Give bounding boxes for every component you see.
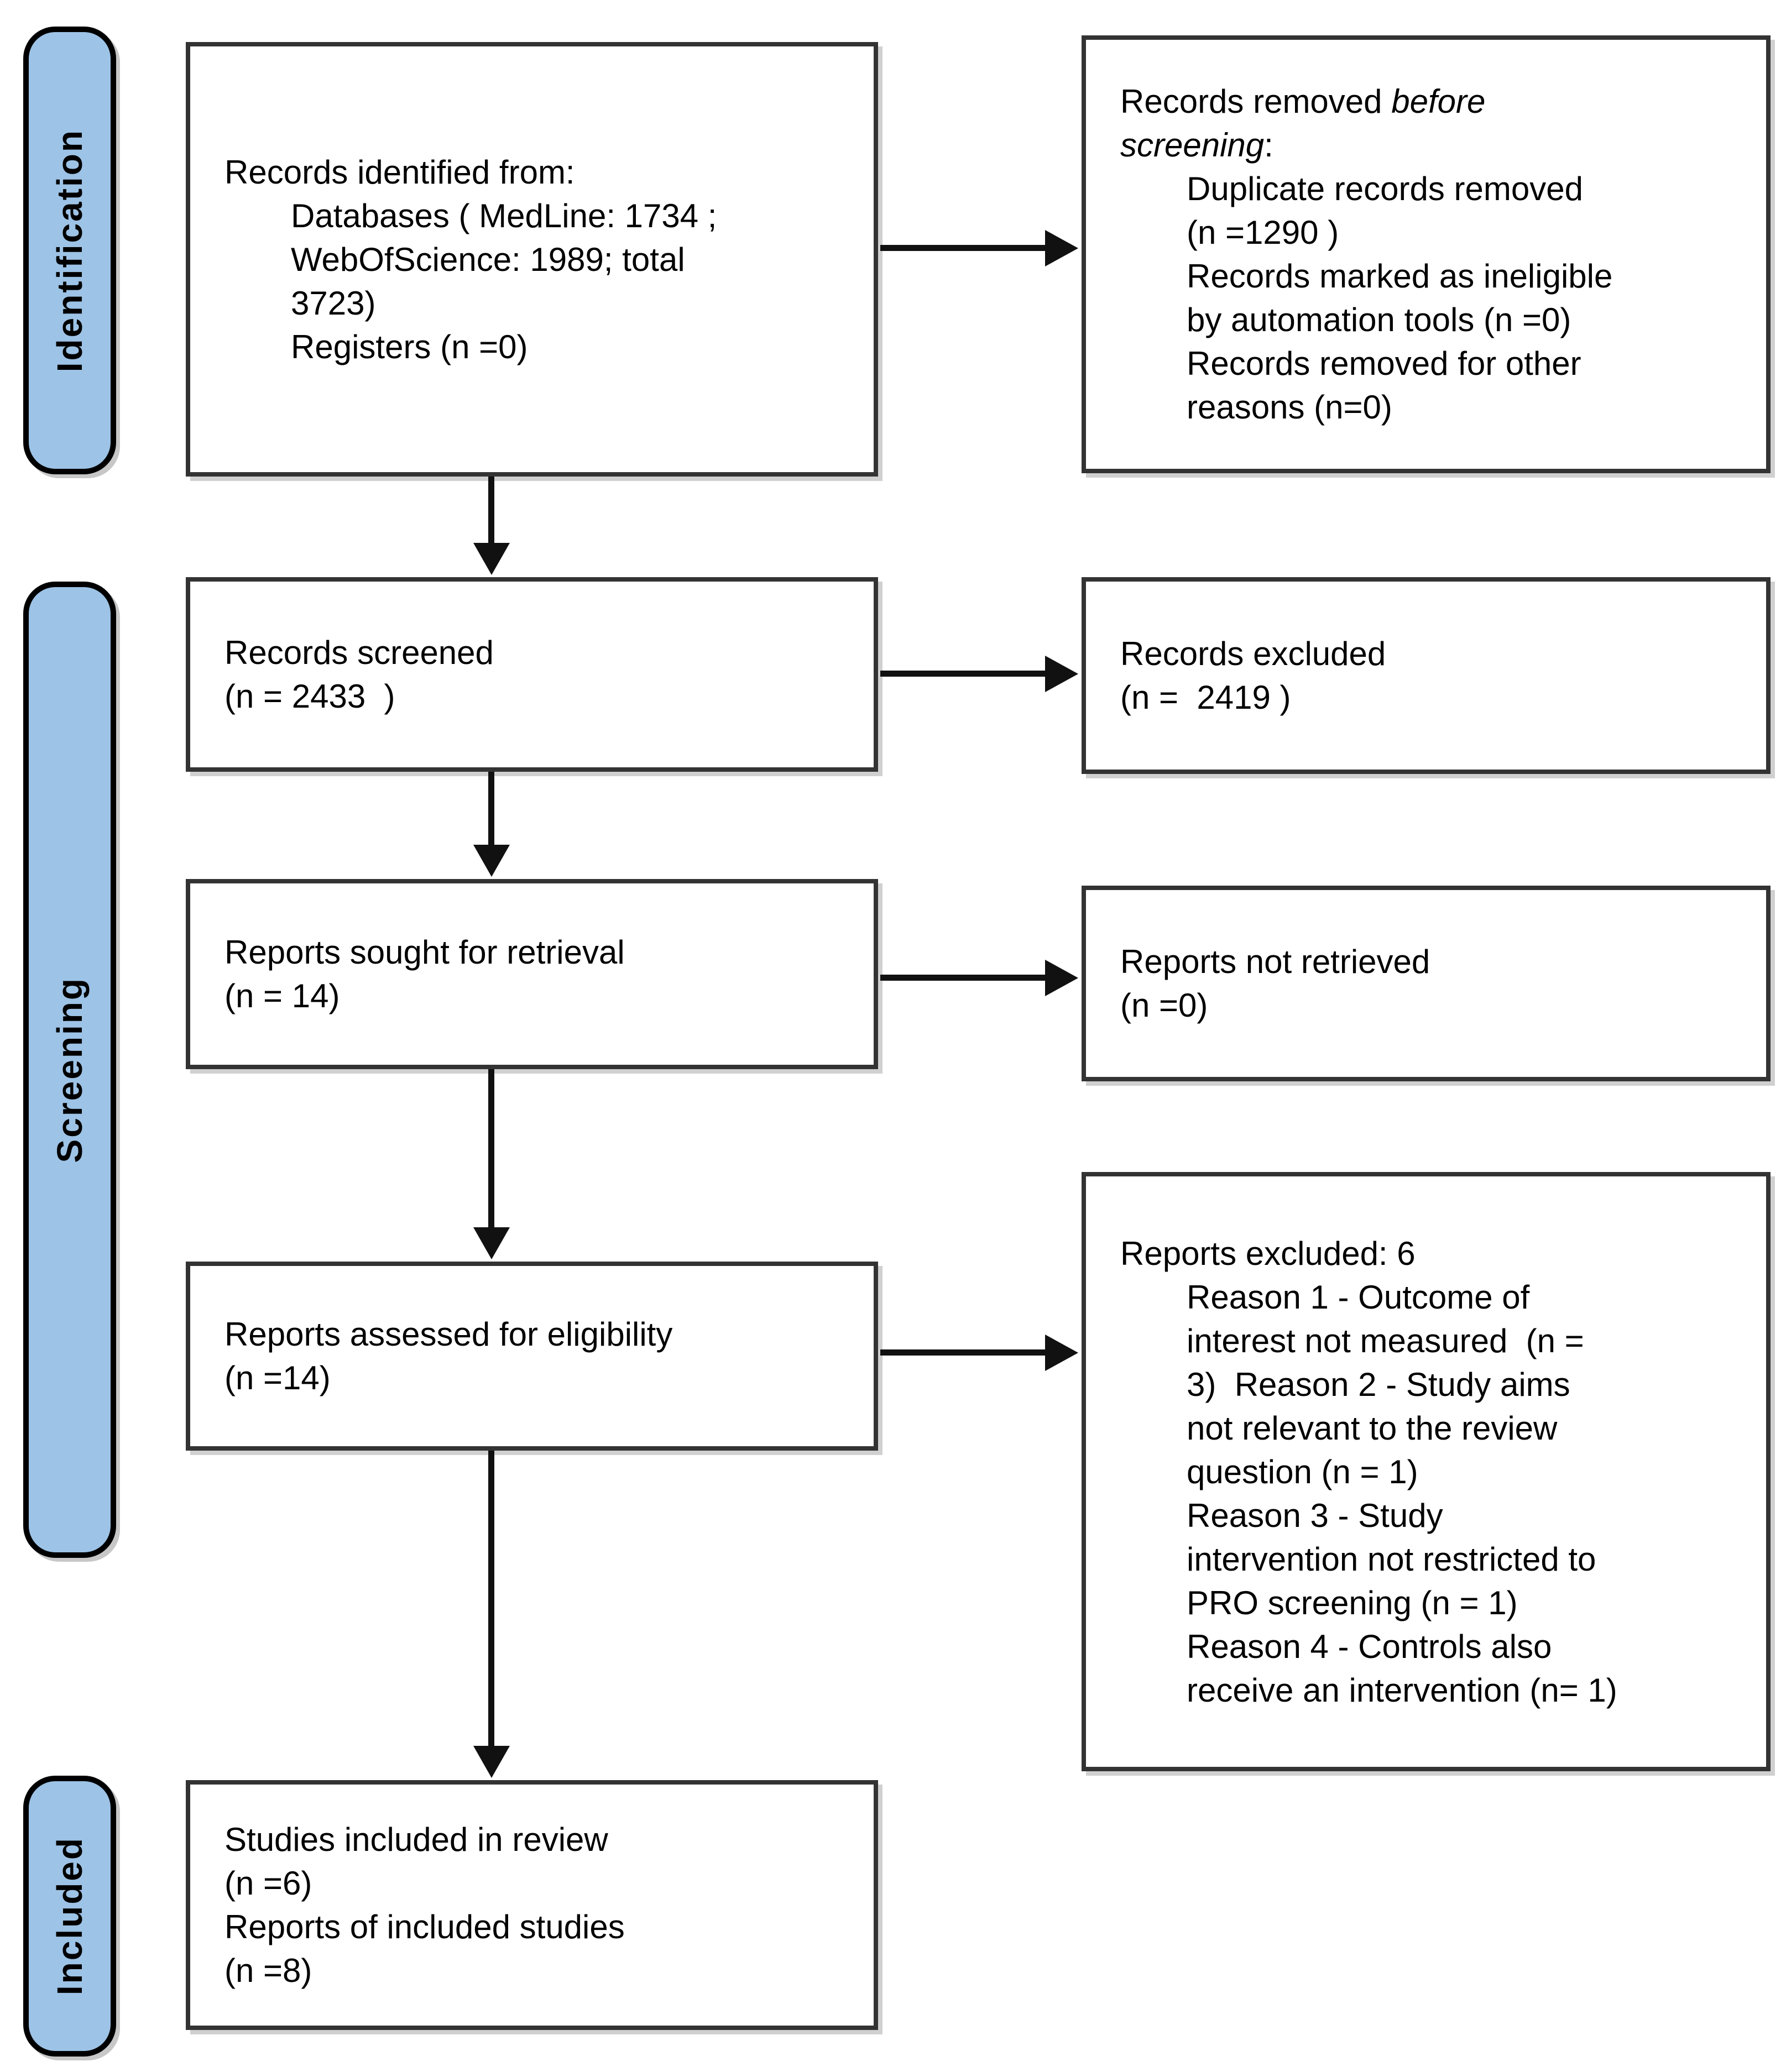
box-reports-excluded-line: 3) Reason 2 - Study aims: [1187, 1365, 1570, 1403]
box-reports-excluded-line: PRO screening (n = 1): [1187, 1584, 1518, 1621]
box-records-screened-line: Records screened: [224, 634, 494, 671]
box-records-screened: Records screened (n = 2433 ): [186, 577, 878, 772]
stage-identification-label: Identification: [50, 128, 90, 373]
box-records-identified-line: Registers (n =0): [291, 328, 528, 365]
box-reports-excluded: Reports excluded: 6 Reason 1 - Outcome o…: [1082, 1172, 1771, 1771]
arrow-down-assessed-to-included: [488, 1451, 494, 1747]
box-records-removed-line: (n =1290 ): [1187, 214, 1339, 251]
box-studies-included-line: Studies included in review: [224, 1821, 608, 1858]
box-records-removed-line: Duplicate records removed: [1187, 170, 1583, 207]
box-records-screened-line: (n = 2433 ): [224, 678, 395, 715]
box-reports-assessed-line: Reports assessed for eligibility: [224, 1316, 673, 1353]
box-records-identified-line: 3723): [291, 284, 376, 322]
box-records-removed-line: Records removed for other: [1187, 345, 1581, 382]
box-records-excluded: Records excluded (n = 2419 ): [1082, 577, 1771, 774]
box-records-identified: Records identified from: Databases ( Med…: [186, 42, 878, 477]
box-records-excluded-line: Records excluded: [1120, 635, 1386, 672]
stage-included-label: Included: [50, 1836, 90, 1996]
box-reports-not-retrieved-line: Reports not retrieved: [1120, 943, 1430, 980]
arrow-right-assessed-to-excluded: [880, 1349, 1046, 1356]
arrow-right-sought-to-not-retrieved: [880, 975, 1046, 981]
stage-screening-label: Screening: [50, 976, 90, 1163]
arrow-right-identified-to-removed: [880, 245, 1046, 251]
stage-screening: Screening: [23, 582, 116, 1558]
records-removed-intro-normal: Records removed: [1120, 83, 1392, 120]
box-reports-assessed: Reports assessed for eligibility (n =14): [186, 1262, 878, 1451]
box-reports-excluded-line: not relevant to the review: [1187, 1409, 1558, 1447]
stage-included: Included: [23, 1776, 116, 2057]
box-records-removed-line: Records marked as ineligible: [1187, 258, 1613, 295]
arrow-down-screened-to-sought: [488, 772, 494, 846]
box-records-identified-line: Databases ( MedLine: 1734 ;: [291, 197, 717, 234]
arrow-down-sought-to-assessed: [488, 1069, 494, 1228]
box-records-removed-line: by automation tools (n =0): [1187, 301, 1571, 338]
records-removed-intro-normal: :: [1264, 127, 1273, 164]
box-records-removed-line: screening:: [1120, 123, 1751, 167]
box-reports-excluded-line: interest not measured (n =: [1187, 1322, 1584, 1359]
box-reports-excluded-line: question (n = 1): [1187, 1453, 1418, 1490]
box-records-removed: Records removed before screening: Duplic…: [1082, 35, 1771, 473]
box-records-identified-line: Records identified from:: [224, 153, 575, 191]
records-removed-intro-italic: screening: [1120, 127, 1265, 164]
box-studies-included-line: (n =8): [224, 1952, 312, 1989]
box-reports-excluded-line: intervention not restricted to: [1187, 1540, 1596, 1578]
box-studies-included-line: Reports of included studies: [224, 1908, 625, 1945]
stage-identification: Identification: [23, 27, 116, 474]
arrow-down-identified-to-screened: [488, 477, 494, 544]
box-reports-excluded-line: Reason 4 - Controls also: [1187, 1628, 1552, 1665]
box-reports-excluded-line: Reason 1 - Outcome of: [1187, 1278, 1530, 1316]
box-records-excluded-line: (n = 2419 ): [1120, 679, 1291, 716]
box-reports-not-retrieved: Reports not retrieved (n =0): [1082, 886, 1771, 1081]
box-records-identified-line: WebOfScience: 1989; total: [291, 240, 685, 278]
box-reports-sought-line: Reports sought for retrieval: [224, 934, 625, 971]
box-studies-included-line: (n =6): [224, 1865, 312, 1902]
box-records-removed-line: Records removed before: [1120, 80, 1751, 123]
box-reports-excluded-line: receive an intervention (n= 1): [1187, 1671, 1617, 1709]
box-reports-excluded-line: Reports excluded: 6: [1120, 1234, 1416, 1272]
box-reports-excluded-line: Reason 3 - Study: [1187, 1497, 1443, 1534]
arrow-right-screened-to-excluded: [880, 671, 1046, 677]
box-reports-not-retrieved-line: (n =0): [1120, 987, 1208, 1024]
box-reports-assessed-line: (n =14): [224, 1359, 331, 1396]
box-reports-sought: Reports sought for retrieval (n = 14): [186, 879, 878, 1069]
records-removed-intro-italic: before: [1391, 83, 1486, 120]
box-records-removed-line: reasons (n=0): [1187, 389, 1392, 426]
box-reports-sought-line: (n = 14): [224, 977, 340, 1014]
box-studies-included: Studies included in review (n =6) Report…: [186, 1780, 878, 2030]
